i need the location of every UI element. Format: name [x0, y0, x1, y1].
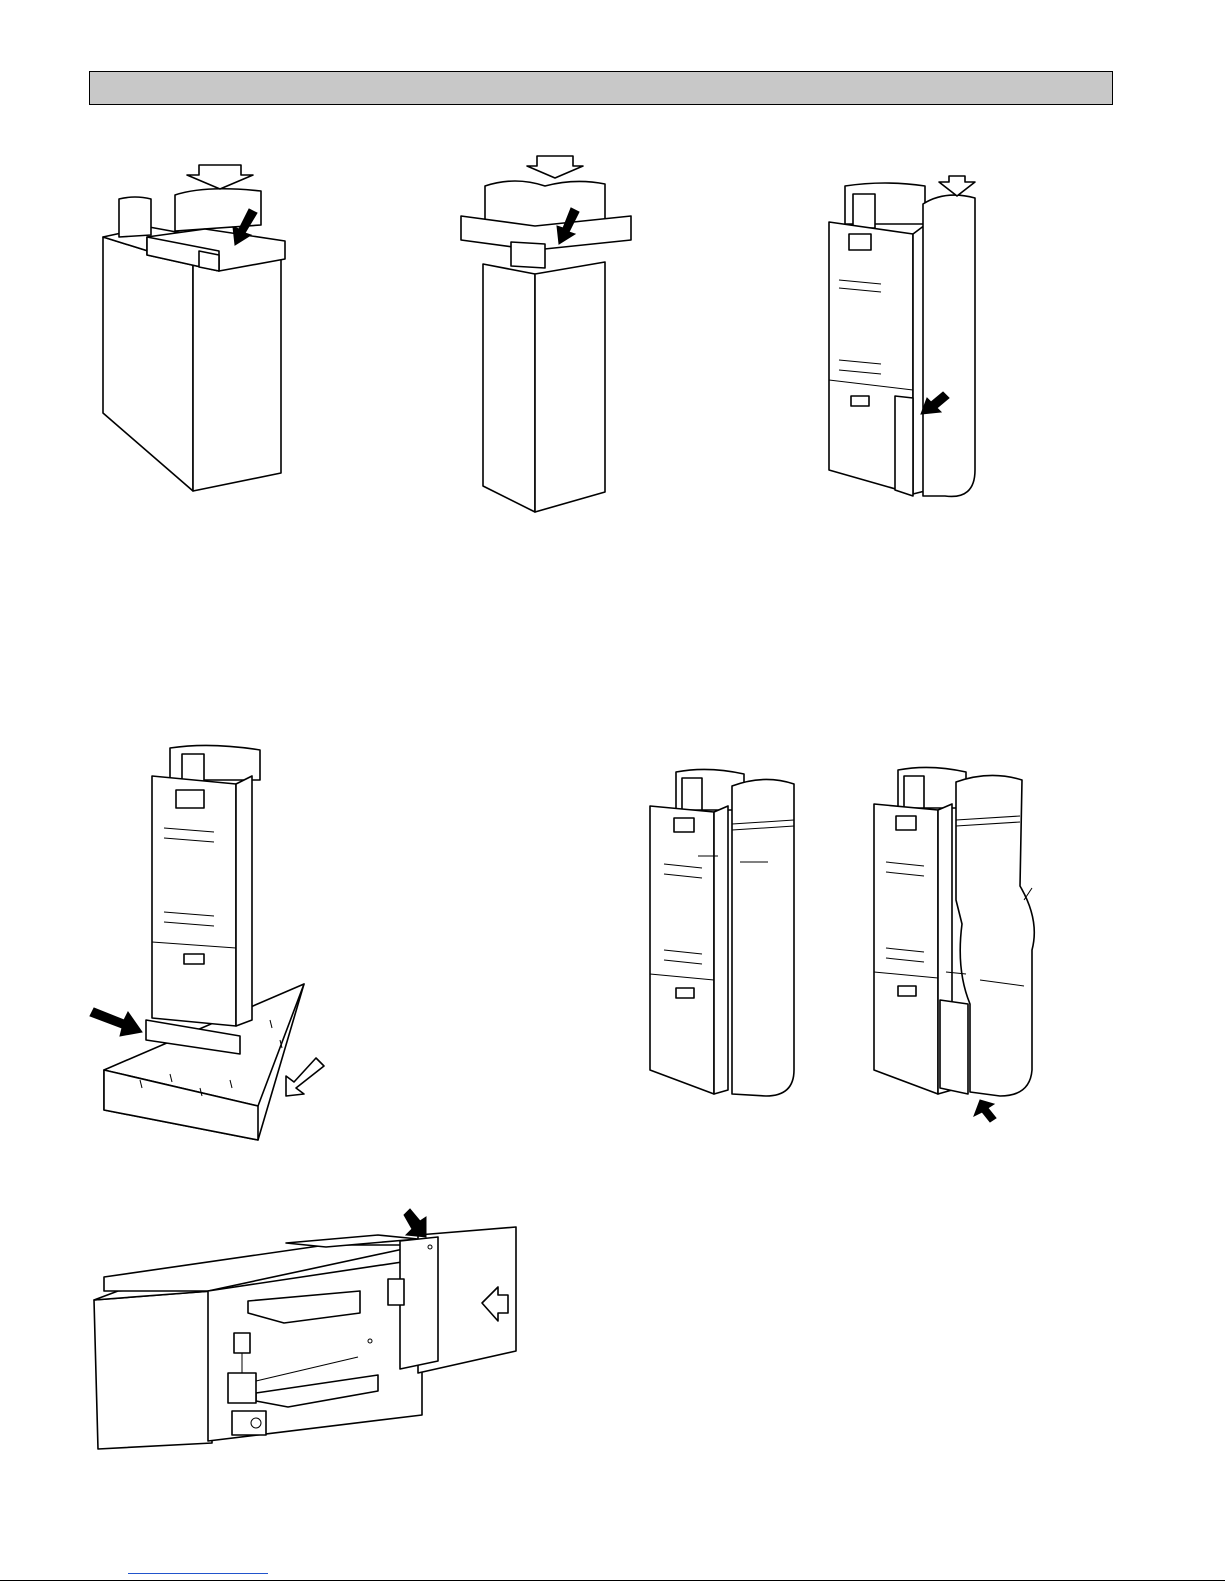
horizontal-furnace-icon — [94, 1209, 516, 1449]
footer-link-underline[interactable] — [128, 1573, 268, 1574]
furnace-side-duct-icon — [650, 769, 794, 1096]
section-header-bar — [89, 71, 1113, 105]
figure-furnace-bracket — [825, 170, 1005, 510]
plenum-support-rail-icon — [103, 165, 285, 491]
figure-furnace-side-duct — [648, 760, 808, 1110]
figure-horizontal-furnace — [88, 1205, 520, 1462]
figure-duct-support-rail — [455, 150, 635, 525]
figure-plenum-support-rail — [95, 155, 305, 505]
figure-furnace-offset-duct — [870, 760, 1045, 1130]
figure-furnace-platform — [80, 740, 330, 1150]
duct-support-rail-icon — [461, 156, 631, 512]
footer-rule — [0, 1580, 1225, 1581]
furnace-bracket-icon — [829, 176, 975, 496]
furnace-platform-icon — [90, 745, 324, 1140]
furnace-offset-duct-icon — [874, 767, 1034, 1122]
